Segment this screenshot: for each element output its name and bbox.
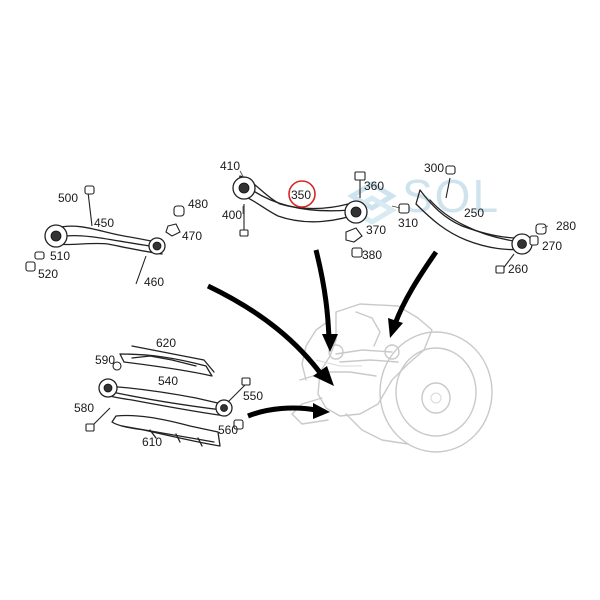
- arrow-upper-right: [392, 250, 439, 325]
- label-560: 560: [218, 423, 238, 437]
- control-arm-350: [232, 171, 410, 258]
- lower-arm-540: [85, 377, 251, 432]
- lower-arm-610: [111, 414, 221, 447]
- label-610: 610: [142, 435, 162, 449]
- label-480: 480: [188, 197, 208, 211]
- label-540: 540: [158, 374, 178, 388]
- label-460: 460: [144, 275, 164, 289]
- label-380: 380: [362, 248, 382, 262]
- label-510: 510: [50, 249, 70, 263]
- label-450: 450: [94, 216, 114, 230]
- label-260: 260: [508, 262, 528, 276]
- label-270: 270: [542, 239, 562, 253]
- label-620: 620: [156, 336, 176, 350]
- label-550: 550: [243, 389, 263, 403]
- watermark-text: SOL: [402, 170, 500, 222]
- label-580: 580: [74, 401, 94, 415]
- label-400: 400: [222, 208, 242, 222]
- label-280: 280: [556, 219, 576, 233]
- label-470: 470: [182, 229, 202, 243]
- part-labels: 410 350 360 300 400 370 310 250 380 280 …: [38, 159, 576, 449]
- label-520: 520: [38, 267, 58, 281]
- label-250: 250: [464, 206, 484, 220]
- control-arm-250: [415, 165, 547, 274]
- label-350: 350: [291, 188, 311, 202]
- arrow-lower: [247, 405, 317, 419]
- label-370: 370: [366, 223, 386, 237]
- label-410: 410: [220, 159, 240, 173]
- highlight-circle: [288, 180, 316, 208]
- leader-lines: [239, 170, 549, 229]
- trailing-arm-620: [112, 345, 215, 377]
- arrow-upper-left: [206, 283, 327, 380]
- label-590: 590: [95, 353, 115, 367]
- label-310: 310: [398, 216, 418, 230]
- control-arm-450: [25, 185, 185, 285]
- label-300: 300: [424, 161, 444, 175]
- arrow-upper-center: [313, 249, 332, 339]
- pointer-arrows: [206, 249, 439, 419]
- label-360: 360: [364, 179, 384, 193]
- label-500: 500: [58, 191, 78, 205]
